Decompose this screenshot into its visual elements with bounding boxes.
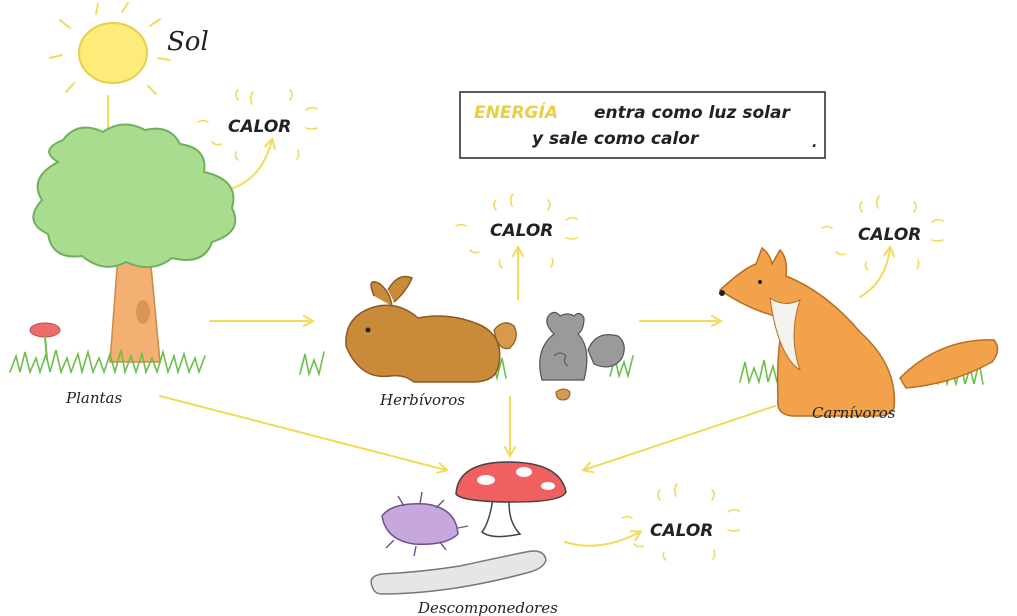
arrow-carnivore-heat: [860, 248, 890, 297]
heat-label-plantas: CALOR: [228, 117, 291, 137]
heat-label-carnivoros: CALOR: [858, 225, 921, 245]
heat-herbivoros: CALOR: [456, 194, 577, 268]
energia-word: ENERGÍA: [474, 101, 558, 123]
grass-plantas: [10, 350, 205, 372]
label-plantas: Plantas: [65, 389, 122, 407]
heat-carnivoros: CALOR: [822, 196, 943, 270]
rabbit-icon: [346, 277, 516, 383]
heat-label-descomponedores: CALOR: [650, 521, 713, 541]
sun-label: Sol: [167, 27, 209, 57]
tree-icon: [33, 124, 235, 362]
label-carnivoros: Carnívoros: [812, 404, 896, 422]
squirrel-icon: [540, 312, 625, 400]
energy-line-1: entra como luz solar: [594, 103, 791, 123]
label-herbivoros: Herbívoros: [379, 391, 465, 409]
heat-label-herbivoros: CALOR: [490, 221, 553, 241]
energy-line-2: y sale como calor: [532, 129, 700, 149]
sun-icon: [50, 3, 170, 94]
heat-descomponedores: CALOR: [622, 484, 739, 560]
heat-plantas: CALOR: [198, 90, 317, 160]
box-dot: .: [812, 135, 817, 151]
fox-icon: [719, 248, 998, 416]
mushroom-icon: [456, 462, 566, 537]
worm-icon: [371, 551, 546, 594]
bug-icon: [382, 492, 468, 556]
arrow-plant-heat: [233, 140, 272, 188]
arrow-carnivore-to-decomposer: [584, 406, 775, 470]
arrow-decomposer-heat: [565, 532, 640, 546]
energy-note-box: ENERGÍA entra como luz solar y sale como…: [460, 92, 825, 158]
label-descomponedores: Descomponedores: [417, 599, 558, 616]
